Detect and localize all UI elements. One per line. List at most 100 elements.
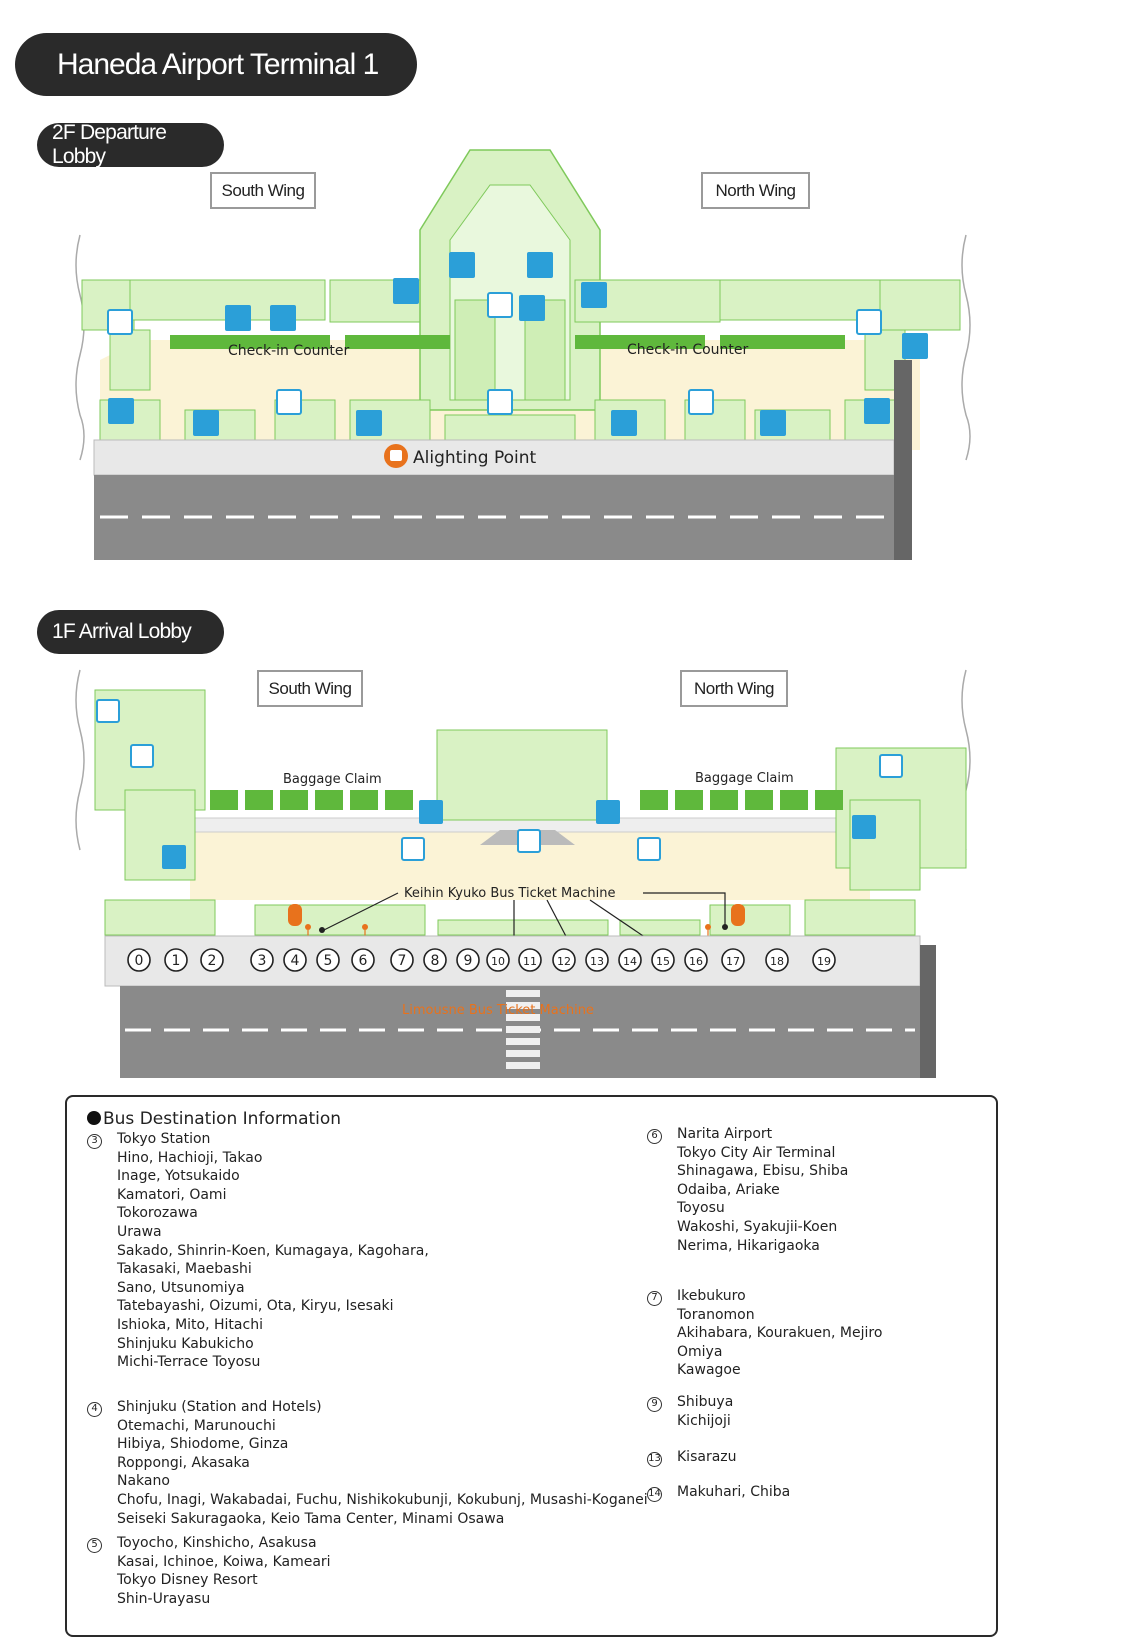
arrival-floor-map: Baggage Claim Baggage Claim Keihin Kyuko… <box>75 669 971 1078</box>
destination-line: Makuhari, Chiba <box>677 1484 791 1500</box>
destination-line: Tokyo Station <box>117 1131 211 1147</box>
destination-line: Kasai, Ichinoe, Koiwa, Kameari <box>117 1553 331 1570</box>
crosswalk <box>506 990 540 1069</box>
stop-number-badge: 14 <box>647 1486 662 1502</box>
elevator-icon <box>96 699 903 861</box>
destination-line: Hibiya, Shiodome, Ginza <box>117 1436 289 1453</box>
bus-stop-number: 9 <box>464 953 473 969</box>
bus-stop-8: 8 <box>423 948 447 972</box>
bus-stop-10: 10 <box>486 948 510 972</box>
stop-number-badge: 3 <box>87 1133 102 1149</box>
destination-line: Chofu, Inagi, Wakabadai, Fuchu, Nishikok… <box>117 1491 648 1508</box>
checkin-counter-right-label: Check-in Counter <box>627 342 749 358</box>
destination-line: Shinjuku (Station and Hotels) <box>117 1399 322 1415</box>
destination-line: Toyosu <box>677 1200 725 1217</box>
bus-stop-7: 7 <box>390 948 414 972</box>
destination-line: Kisarazu <box>677 1449 737 1465</box>
destination-line: Odaiba, Ariake <box>677 1181 780 1198</box>
arrival-lobby-title: 1F Arrival Lobby <box>37 610 224 654</box>
bus-stop-number: 4 <box>291 953 300 969</box>
destination-line: Kamatori, Oami <box>117 1186 227 1203</box>
destination-group-stop-13: 13 Kisarazu <box>647 1448 737 1467</box>
destination-line: Narita Airport <box>677 1126 773 1142</box>
destination-line: Otemachi, Marunouchi <box>117 1417 276 1434</box>
building-block <box>849 799 921 891</box>
stop-number-badge: 5 <box>87 1537 102 1553</box>
checkin-counters-right <box>575 335 845 349</box>
bus-stop-number: 12 <box>557 955 571 968</box>
checkin-counters-left <box>170 335 450 349</box>
destination-line: Shinagawa, Ebisu, Shiba <box>677 1163 849 1180</box>
bus-stop-number: 10 <box>491 955 505 968</box>
destination-line: Toranomon <box>677 1306 755 1323</box>
arrival-south-wing-label: South Wing <box>257 670 363 707</box>
destination-line: Inage, Yotsukaido <box>117 1168 240 1185</box>
bus-stop-4: 4 <box>283 948 307 972</box>
bus-stop-9: 9 <box>456 948 480 972</box>
bus-stop-16: 16 <box>684 948 708 972</box>
map-edge-left <box>75 234 85 461</box>
bus-stop-number: 3 <box>258 953 267 969</box>
heading-text: Bus Destination Information <box>103 1109 342 1129</box>
destination-line: Nakano <box>117 1473 170 1490</box>
bus-stop-number: 7 <box>398 953 407 969</box>
bus-stop-18: 18 <box>765 948 789 972</box>
bus-destination-heading: Bus Destination Information <box>87 1109 341 1129</box>
bus-stop-11: 11 <box>518 948 542 972</box>
limousine-ticket-machine-icon <box>288 904 745 930</box>
bus-stop-0: 0 <box>127 948 151 972</box>
destination-line: Tatebayashi, Oizumi, Ota, Kiryu, Isesaki <box>117 1298 394 1315</box>
bus-stop-19: 19 <box>812 948 836 972</box>
bus-stop-number: 16 <box>689 955 703 968</box>
baggage-carousels-left <box>210 790 413 810</box>
destination-line: Ikebukuro <box>677 1288 746 1304</box>
bus-stop-number: 2 <box>208 953 217 969</box>
bus-stop-17: 17 <box>721 948 745 972</box>
bus-stop-number: 18 <box>770 955 784 968</box>
restroom-icon <box>162 800 876 869</box>
destination-line: Urawa <box>117 1223 162 1240</box>
destination-line: Omiya <box>677 1343 723 1360</box>
stop-number-badge: 9 <box>647 1396 662 1412</box>
bus-stop-12: 12 <box>552 948 576 972</box>
bus-stop-2: 2 <box>200 948 224 972</box>
departure-lobby-title: 2F Departure Lobby <box>37 121 224 168</box>
bus-stop-number: 6 <box>359 953 368 969</box>
arrival-sidewalk <box>104 935 921 987</box>
lower-shops <box>104 899 916 936</box>
bus-stop-3: 3 <box>250 948 274 972</box>
bus-stop-number: 19 <box>817 955 831 968</box>
destination-line: Michi-Terrace Toyosu <box>117 1354 261 1371</box>
bus-stop-number: 8 <box>431 953 440 969</box>
bus-stop-14: 14 <box>618 948 642 972</box>
destination-line: Kichijoji <box>677 1412 731 1429</box>
destination-line: Tokorozawa <box>117 1205 198 1222</box>
arrival-north-wing-label: North Wing <box>680 670 788 707</box>
departure-floor-map: Check-in Counter Check-in Counter Alight… <box>75 149 971 560</box>
destination-line: Sano, Utsunomiya <box>117 1279 245 1296</box>
limousine-ticket-machine-label: Limousne Bus Ticket Machine <box>402 1003 594 1018</box>
bus-stop-number: 17 <box>726 955 740 968</box>
stop-number-badge: 13 <box>647 1451 662 1467</box>
destination-group-stop-14: 14 Makuhari, Chiba <box>647 1483 790 1502</box>
destination-line: Akihabara, Kourakuen, Mejiro <box>677 1325 883 1342</box>
bus-stop-number: 5 <box>324 953 333 969</box>
bus-stop-13: 13 <box>585 948 609 972</box>
destination-line: Hino, Hachioji, Takao <box>117 1149 263 1166</box>
elevator-icon <box>107 292 882 415</box>
alighting-point-label: Alighting Point <box>413 448 537 468</box>
stop-number-badge: 7 <box>647 1290 662 1306</box>
destination-line: Roppongi, Akasaka <box>117 1454 250 1471</box>
destination-line: Nerima, Hikarigaoka <box>677 1237 820 1254</box>
destination-line: Ishioka, Mito, Hitachi <box>117 1316 263 1333</box>
destination-line: Sakado, Shinrin-Koen, Kumagaya, Kagohara… <box>117 1242 429 1259</box>
map-edge-left <box>75 669 85 851</box>
stop-number-badge: 6 <box>647 1128 662 1144</box>
bus-stop-number: 11 <box>523 955 537 968</box>
baggage-claim-right-label: Baggage Claim <box>695 771 794 786</box>
